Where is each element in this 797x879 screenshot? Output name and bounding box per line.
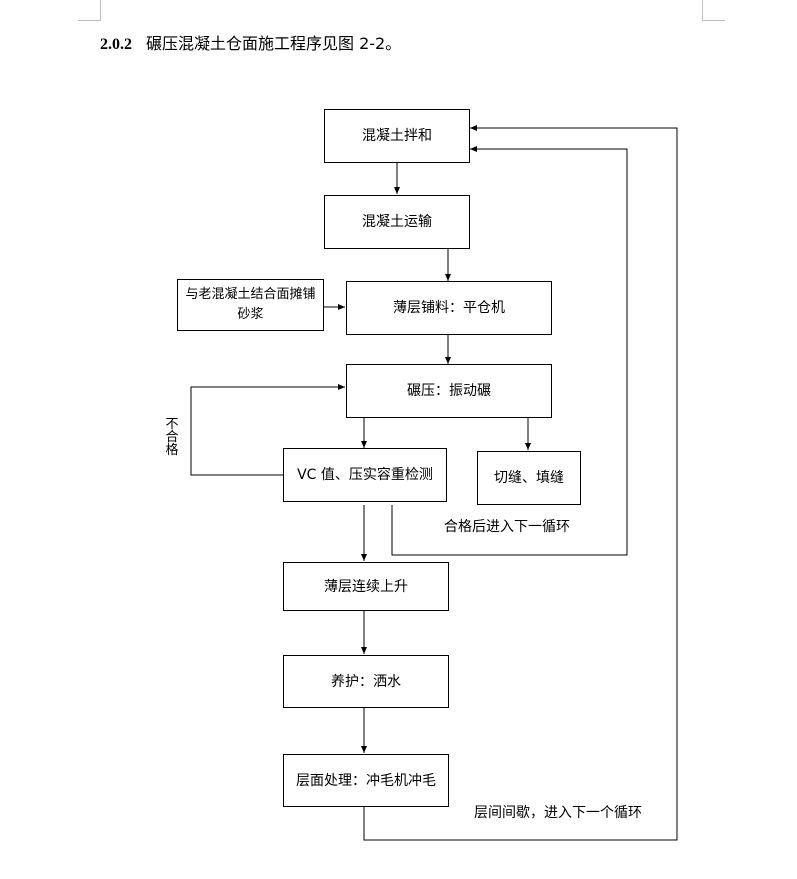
box-vc-density-test: VC 值、压实容重检测 — [283, 448, 447, 502]
loop-pass-back-to-mix — [391, 146, 628, 556]
label-fail: 不合格 — [165, 417, 179, 458]
box-vibratory-compaction: 碾压：振动碾 — [346, 364, 552, 418]
loop-fail-back-to-compact — [190, 384, 345, 476]
section-number: 2.0.2 — [100, 36, 132, 53]
box-surface-treatment: 层面处理：冲毛机冲毛 — [283, 754, 449, 807]
box-concrete-transport: 混凝土运输 — [324, 195, 470, 249]
box-mortar-spreading: 与老混凝土结合面摊铺砂浆 — [177, 279, 324, 331]
label-pass-next-cycle: 合格后进入下一循环 — [444, 519, 570, 535]
page-corner-mark-left — [78, 0, 101, 21]
box-continuous-rise: 薄层连续上升 — [283, 562, 449, 611]
box-thin-layer-spreading: 薄层铺料：平仓机 — [346, 281, 552, 335]
box-concrete-mixing: 混凝土拌和 — [324, 109, 470, 163]
box-curing: 养护：洒水 — [283, 655, 449, 708]
loop-interval-back-to-mix — [363, 125, 678, 841]
label-interval-next-cycle: 层间间歇，进入下一个循环 — [474, 805, 642, 821]
box-joint-cutting: 切缝、填缝 — [477, 451, 581, 505]
section-title: 碾压混凝土仓面施工程序见图 2-2。 — [146, 34, 402, 53]
page-corner-mark-right — [702, 0, 725, 21]
section-heading: 2.0.2 碾压混凝土仓面施工程序见图 2-2。 — [100, 30, 401, 54]
